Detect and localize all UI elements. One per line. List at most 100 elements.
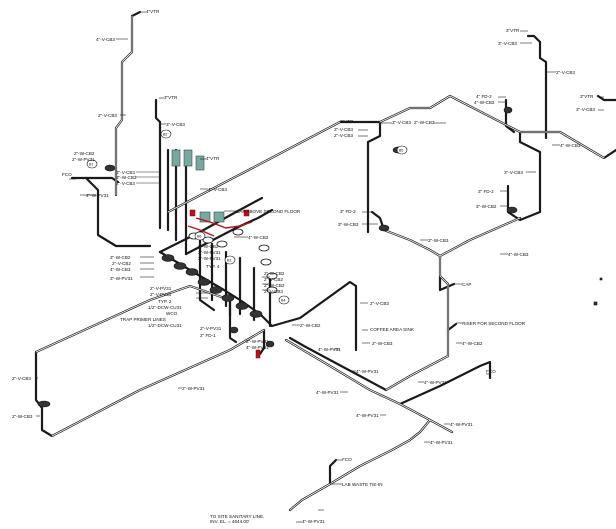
- leader-lines: [36, 11, 604, 523]
- lavatory-icon: [232, 228, 244, 236]
- pipe-label: 1/2"-DCW-CU31: [148, 323, 182, 328]
- pipe-label: 2"-W-PV31: [198, 250, 221, 255]
- svg-text:B5: B5: [399, 149, 403, 153]
- pipe-label: 2"-V-PV31: [150, 286, 172, 291]
- pipe-label: 3"-V-CB3: [504, 170, 523, 175]
- pipe-label: 2"-W-CB2: [264, 271, 285, 276]
- pipe-label: 2"-W-PV31: [182, 386, 205, 391]
- pipe-label: FCO: [62, 172, 72, 177]
- pipe-label: 4"VTR: [146, 9, 160, 14]
- svg-text:B3: B3: [227, 259, 231, 263]
- pipe-label: 2"-W-PV31: [198, 256, 221, 261]
- pipe: [270, 280, 358, 352]
- pipe-label: 4"-V-CB3: [208, 187, 227, 192]
- pipe-label: 4"-W-PV31: [356, 413, 379, 418]
- pipe: [596, 94, 616, 102]
- pipe-label: 4" FD-2: [476, 94, 492, 99]
- pipe: [328, 458, 338, 486]
- pipe-label: 2"-V-CB3: [334, 133, 353, 138]
- pipe-label: 4"VTR: [206, 156, 220, 161]
- floor-drain-icon: [185, 268, 199, 276]
- pipe-label: 2"-V-CB3: [370, 301, 389, 306]
- pipe: [538, 40, 548, 140]
- fixture-block: [171, 149, 181, 167]
- tag-bubble: B1: [86, 159, 98, 169]
- pipe-label: 3"-W-PV31: [110, 276, 133, 281]
- pipe-label: 3"VTR: [340, 119, 354, 124]
- pipe-label: TYP. 4: [206, 264, 220, 269]
- pipe-label: 4"-W-CB3: [508, 252, 529, 257]
- pipe-label: 2"-V-PV31: [200, 326, 222, 331]
- pipe-label: 4"-W-PV31: [318, 347, 341, 352]
- trap-primer-valve-icon: [189, 209, 196, 217]
- pipe-label: 4"-W-PV31: [450, 422, 473, 427]
- fixture-block: [199, 211, 211, 223]
- pipe-label: CAP ABOVE SECOND FLOOR: [236, 209, 301, 214]
- pipe-label: 2"-W-CB2: [264, 283, 285, 288]
- pipe-label: 3"-V-CB3: [392, 120, 411, 125]
- pipe-label: 4"-W-PV31: [246, 345, 269, 350]
- pipe-label: 4"-W-PV31: [424, 380, 447, 385]
- pipe-label: 2" FD-1: [200, 333, 216, 338]
- pipe: [34, 350, 54, 438]
- floor-drain-icon: [197, 278, 211, 286]
- floor-drain-icon: [209, 286, 223, 294]
- pipe: [130, 10, 142, 18]
- pipe: [518, 130, 542, 214]
- pipe-label: 4"-W-CB3: [110, 267, 131, 272]
- fixture-block: [183, 149, 193, 167]
- pipe-label: 3"-W-CB2: [110, 255, 131, 260]
- cleanout-icon: [599, 277, 603, 281]
- pipe: [114, 14, 134, 197]
- pipe-label: FCO: [342, 457, 352, 462]
- tag-bubble: B2: [160, 129, 172, 139]
- pipe-label: 2"-W-CB2: [198, 244, 219, 249]
- trap-primer-line: [187, 225, 215, 237]
- pipe-label: 2"-W-PV31: [72, 157, 95, 162]
- pipe-label: TRAP PRIMER LINES: [120, 317, 166, 322]
- floor-drain-icon: [173, 262, 187, 270]
- pipe-label: 2"-V-CB3: [98, 113, 117, 118]
- cleanout-icon: [104, 164, 116, 172]
- lavatory-icon: [258, 244, 270, 252]
- tag-bubble: B4: [278, 295, 290, 305]
- trap-primer-line: [195, 217, 253, 229]
- pipe-label: 2"-V-CB2: [112, 261, 131, 266]
- pipe-label: 2"-V-CB3: [12, 376, 31, 381]
- pipe-label: 4"-W-PV31: [86, 193, 109, 198]
- tag-bubble: B5: [396, 145, 408, 155]
- lavatory-icon: [202, 236, 214, 244]
- pipe: [258, 328, 266, 356]
- floor-drain-icon: [378, 224, 390, 232]
- pipe-label: 2"-W-CB3: [12, 414, 33, 419]
- pipe-label: 3"-V-CB3: [498, 41, 517, 46]
- pipe: [446, 322, 458, 332]
- floor-drain-icon: [161, 254, 175, 262]
- pipe-label: CAP: [462, 282, 471, 287]
- floor-drain-icon: [229, 326, 239, 334]
- pipe-label: 2"-V-CB3: [556, 70, 575, 75]
- pipe-label: 2"-W-PV31: [246, 339, 269, 344]
- pipe-label: 3" FD-2: [478, 189, 494, 194]
- pipe-label: TO SITE SANITARY LINE.: [210, 514, 264, 519]
- pipe-label: 1/2"-DCW-CU31: [148, 305, 182, 310]
- lavatory-icon: [266, 272, 278, 280]
- pipe-label: FCO: [486, 369, 496, 374]
- pipe-label: 3"VTR: [580, 94, 594, 99]
- pipe: [384, 254, 450, 392]
- pipe-label: 3"VTR: [506, 28, 520, 33]
- pipe-label: 2"-V-CB3: [264, 289, 283, 294]
- pipe: [288, 418, 432, 512]
- pipe-label: 2"-W-CB2: [74, 151, 95, 156]
- floor-drain-icon: [221, 294, 235, 302]
- pipe: [438, 274, 456, 292]
- pipe-label: LAB WASTE TIE-IN: [342, 482, 383, 487]
- pipe: [228, 298, 238, 344]
- pipe: [288, 336, 388, 392]
- pipe: [50, 328, 266, 438]
- floor-drain-icon: [503, 106, 513, 114]
- pipe-label: 4"-W-PV31: [356, 369, 379, 374]
- pipe-label: WCO: [166, 311, 178, 316]
- floor-drain-icon: [235, 302, 249, 310]
- pipe-label: 4"-W-PV31: [430, 440, 453, 445]
